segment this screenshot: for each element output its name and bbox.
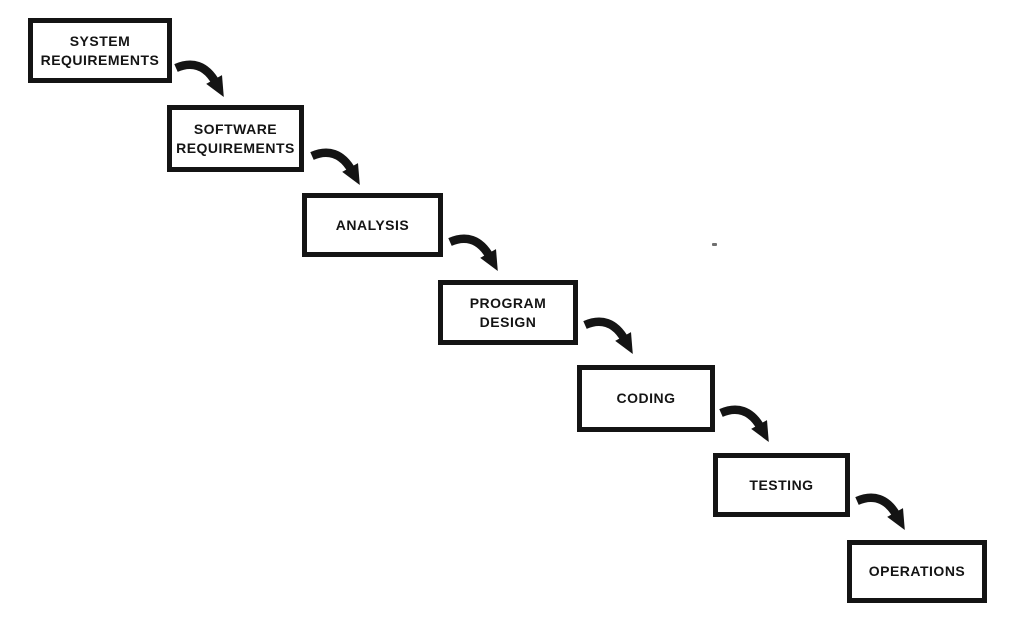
flow-arrow-icon (583, 317, 633, 354)
stage-box-program-design: PROGRAM DESIGN (438, 280, 578, 345)
stage-box-system-requirements: SYSTEM REQUIREMENTS (28, 18, 172, 83)
flow-arrow-icon (310, 148, 360, 185)
flow-arrow-icon (719, 405, 769, 442)
stage-box-software-requirements: SOFTWARE REQUIREMENTS (167, 105, 304, 172)
scan-speck (712, 243, 717, 246)
flow-arrow-icon (855, 493, 905, 530)
stage-box-analysis: ANALYSIS (302, 193, 443, 257)
flow-arrow-icon (448, 234, 498, 271)
stage-box-operations: OPERATIONS (847, 540, 987, 603)
stage-box-testing: TESTING (713, 453, 850, 517)
flow-arrow-icon (174, 60, 224, 97)
stage-box-coding: CODING (577, 365, 715, 432)
